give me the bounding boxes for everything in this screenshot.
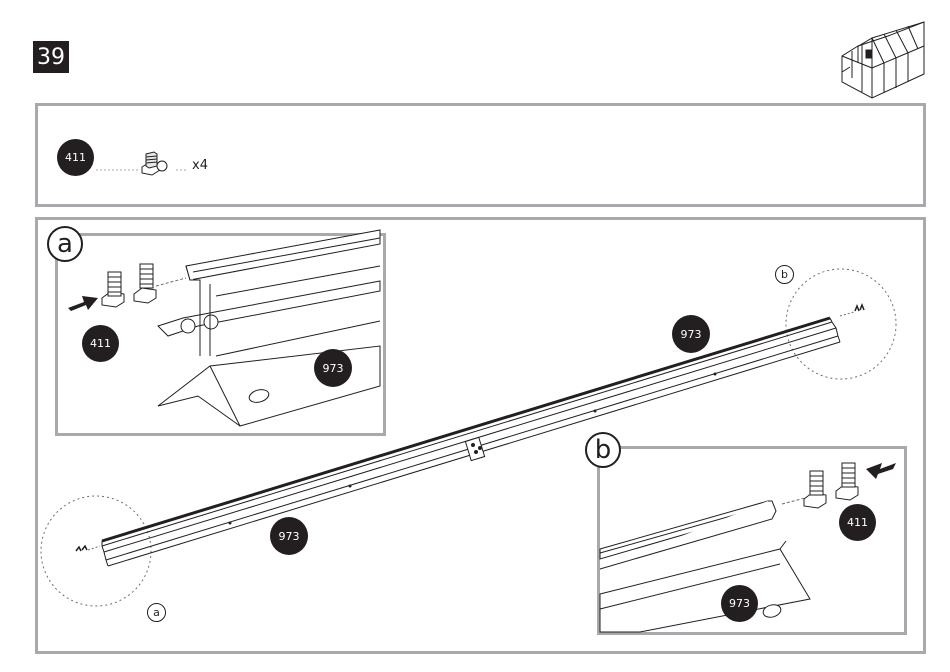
leader-line <box>96 168 140 172</box>
greenhouse-icon <box>838 16 928 102</box>
part-code-badge: 411 <box>839 504 876 541</box>
part-quantity: x4 <box>192 158 208 173</box>
part-code-badge: 411 <box>82 325 119 362</box>
profile-code-badge: 973 <box>270 517 308 555</box>
profile-code-badge: 973 <box>672 315 710 353</box>
profile-code-badge: 973 <box>721 585 758 622</box>
arrow-icon <box>68 296 98 311</box>
leader-line <box>176 168 190 172</box>
part-code-badge: 411 <box>57 139 94 176</box>
profile-code-badge: 973 <box>314 349 352 387</box>
step-number: 39 <box>33 41 69 73</box>
arrow-icon <box>866 463 896 479</box>
bolt-icon <box>140 150 170 176</box>
callout-label: a <box>147 603 166 622</box>
detail-a-label: a <box>47 226 83 262</box>
callout-label: b <box>775 265 794 284</box>
detail-b-label: b <box>585 432 621 468</box>
